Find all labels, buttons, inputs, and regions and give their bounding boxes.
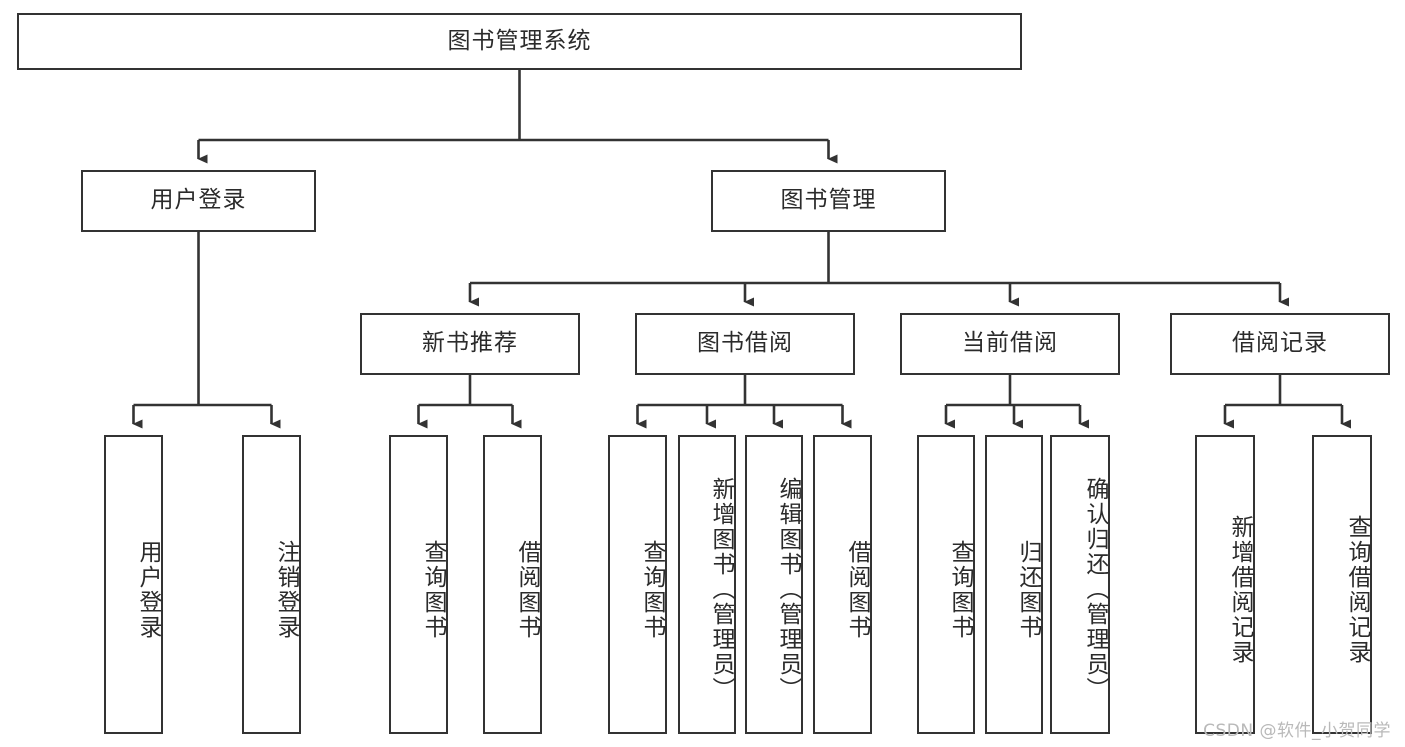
node-label: 查询图书: [947, 539, 973, 640]
node-leaf8[interactable]: 借阅图书: [813, 435, 872, 734]
node-label: 借阅图书: [514, 539, 540, 640]
csdn-watermark: CSDN @软件_小贺同学: [1203, 721, 1391, 741]
node-label: 查询图书: [420, 539, 446, 640]
node-label: 注销登录: [273, 539, 299, 640]
node-login[interactable]: 用户登录: [81, 170, 316, 232]
node-label: 图书借阅: [697, 330, 793, 357]
node-label: 借阅记录: [1232, 330, 1328, 357]
node-root[interactable]: 图书管理系统: [17, 13, 1022, 70]
node-leaf6[interactable]: 新增图书（管理员）: [678, 435, 736, 734]
node-leaf11[interactable]: 确认归还（管理员）: [1050, 435, 1110, 734]
node-leaf2[interactable]: 注销登录: [242, 435, 301, 734]
node-label: 确认归还（管理员）: [1082, 477, 1108, 702]
node-label: 查询借阅记录: [1344, 514, 1370, 665]
node-label: 归还图书: [1015, 539, 1041, 640]
node-leaf9[interactable]: 查询图书: [917, 435, 975, 734]
node-label: 当前借阅: [962, 330, 1058, 357]
node-label: 新增借阅记录: [1227, 514, 1253, 665]
node-label: 新增图书（管理员）: [708, 477, 734, 702]
node-records[interactable]: 借阅记录: [1170, 313, 1390, 375]
node-label: 图书管理系统: [447, 27, 592, 54]
node-bookmgmt[interactable]: 图书管理: [711, 170, 946, 232]
node-label: 用户登录: [135, 539, 161, 640]
node-leaf5[interactable]: 查询图书: [608, 435, 667, 734]
node-borrow[interactable]: 图书借阅: [635, 313, 855, 375]
node-leaf7[interactable]: 编辑图书（管理员）: [745, 435, 803, 734]
node-label: 用户登录: [150, 187, 247, 214]
node-leaf1[interactable]: 用户登录: [104, 435, 163, 734]
node-newbook[interactable]: 新书推荐: [360, 313, 580, 375]
node-leaf13[interactable]: 查询借阅记录: [1312, 435, 1372, 734]
node-leaf10[interactable]: 归还图书: [985, 435, 1043, 734]
node-label: 新书推荐: [422, 330, 518, 357]
node-leaf3[interactable]: 查询图书: [389, 435, 448, 734]
node-leaf4[interactable]: 借阅图书: [483, 435, 542, 734]
node-label: 借阅图书: [844, 539, 870, 640]
node-label: 编辑图书（管理员）: [775, 477, 801, 702]
node-label: 查询图书: [639, 539, 665, 640]
node-label: 图书管理: [780, 187, 877, 214]
node-current[interactable]: 当前借阅: [900, 313, 1120, 375]
node-leaf12[interactable]: 新增借阅记录: [1195, 435, 1255, 734]
